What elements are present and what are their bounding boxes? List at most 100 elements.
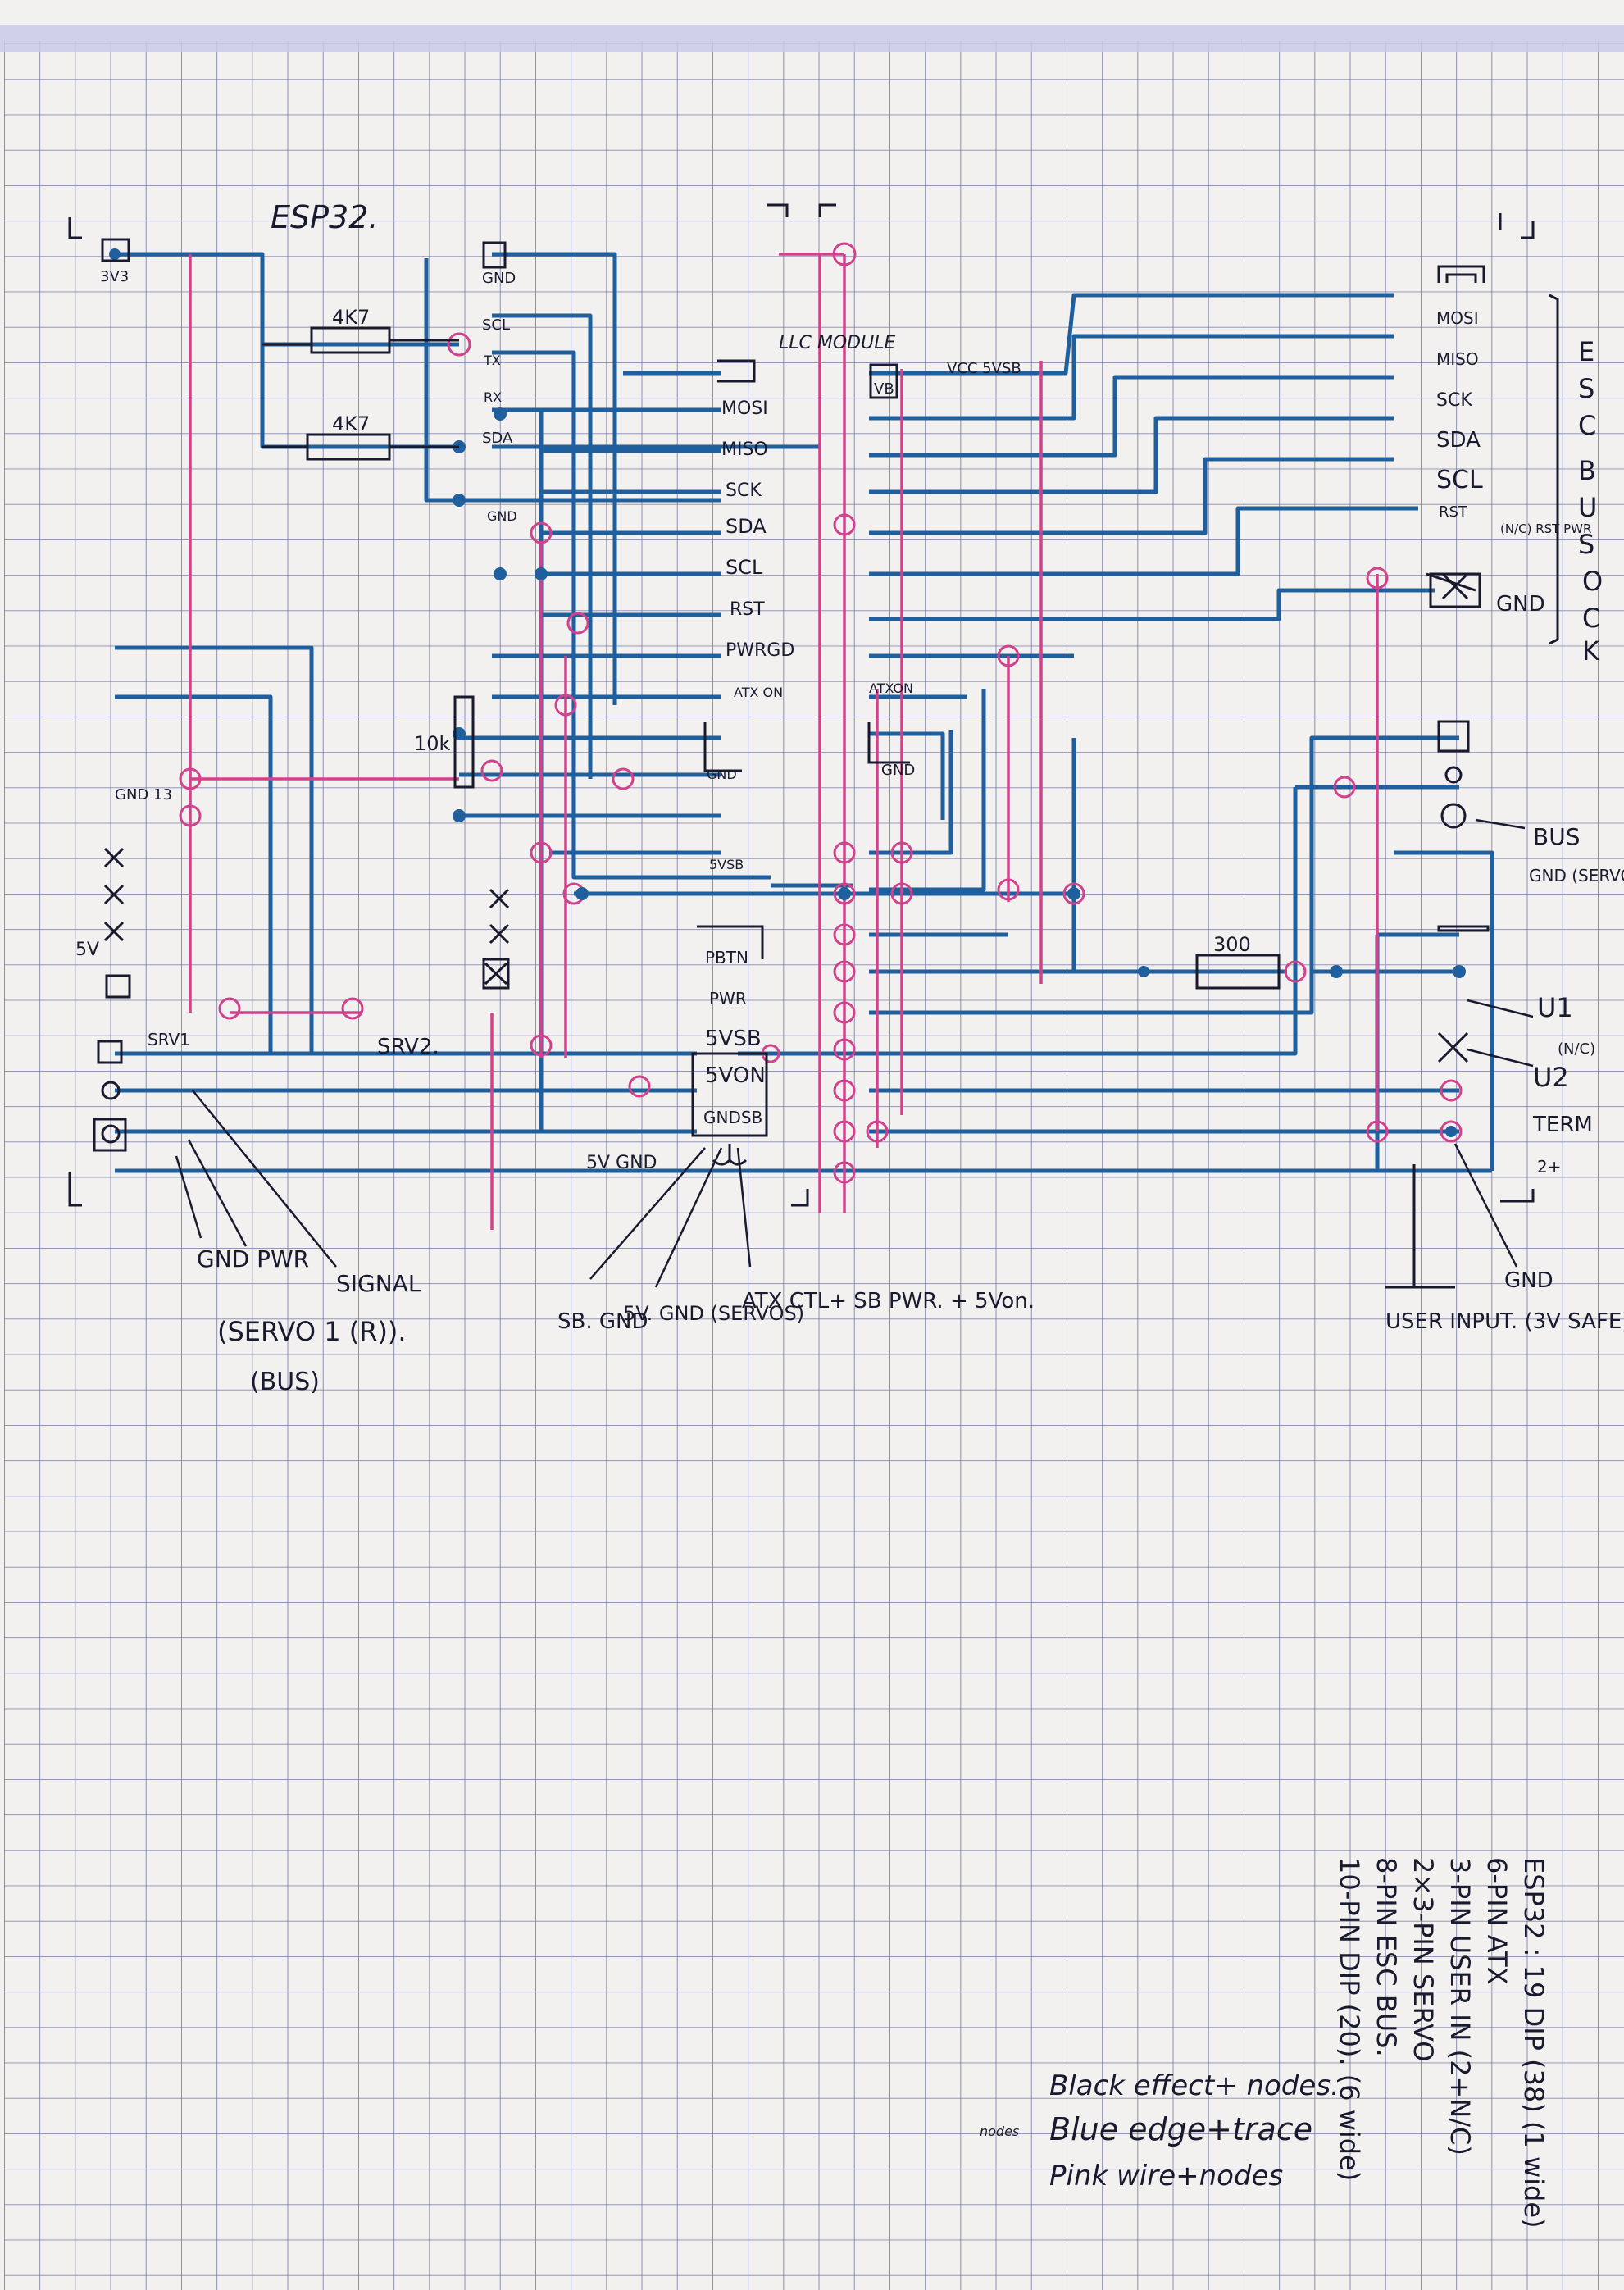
resistor-300 — [1195, 954, 1281, 990]
pin-3v3-box — [101, 238, 130, 262]
parts-servo: 2×3-PIN SERVO — [1408, 1857, 1439, 2061]
esp32-module — [68, 217, 510, 1207]
esc-letter-o: O — [1582, 566, 1603, 597]
parts-list: ESP32 : 19 DIP (38) (1 wide) 6-PIN ATX 3… — [1334, 1857, 1549, 2229]
block-pin-5von: 5VON — [705, 1063, 766, 1088]
callout-sb-gnd: SB. GND — [557, 1309, 648, 1334]
block-pin-5vsb: 5VSB — [705, 1027, 762, 1051]
nc-label: (N/C) — [1558, 1040, 1595, 1058]
resistor-4k7-1-label: 4K7 — [332, 306, 370, 329]
corner-mark: 2+ — [1537, 1157, 1561, 1177]
llc-pin-atxon: ATX ON — [734, 685, 783, 700]
pin-label-gnd13: GND 13 — [115, 786, 172, 804]
callout-leaders — [175, 818, 1534, 1288]
resistor-4k7-2 — [262, 433, 459, 461]
llc-vb: VB — [874, 380, 894, 398]
esc-letter-b: B — [1578, 455, 1596, 486]
callout-signal: SIGNAL — [336, 1270, 421, 1297]
llc-pwr: PWR — [709, 989, 747, 1008]
header-gnd-box — [482, 241, 507, 269]
llc-pin-pwrgd: PWRGD — [726, 640, 794, 661]
llc-gnd-right: GND — [881, 762, 915, 779]
pad-binding-edge — [0, 25, 1624, 52]
llc-pbtn: PBTN — [705, 948, 748, 967]
esc-letter-k: K — [1582, 635, 1600, 667]
parts-dip: 10-PIN DIP (20). (6 wide) — [1334, 1857, 1365, 2181]
term-label: TERM — [1532, 1113, 1593, 1137]
esc-letter-c: C — [1578, 410, 1596, 441]
srv2-label: SRV2. — [377, 1035, 439, 1059]
llc-pin-mosi: MOSI — [721, 398, 768, 419]
legend-pink: Pink wire+nodes — [1049, 2160, 1283, 2192]
esc-nc-note: (N/C) RST PWR — [1500, 521, 1591, 536]
u1-label: U1 — [1537, 992, 1573, 1023]
esc-letter-u: U — [1578, 492, 1597, 523]
esc-pin-rst: RST — [1439, 503, 1468, 521]
pull-resistor-label: 10k — [414, 732, 451, 755]
header-pin-gnd: GND — [482, 270, 516, 287]
esc-pin-sck: SCK — [1436, 390, 1472, 411]
parts-esp32: ESP32 : 19 DIP (38) (1 wide) — [1518, 1857, 1549, 2229]
header-pin-tx: TX — [483, 353, 501, 368]
wire-nodes — [179, 242, 1463, 1184]
esc-letter-e: E — [1578, 336, 1594, 367]
legend-black: Black effect+ nodes. — [1049, 2069, 1340, 2102]
header-pin-sda: SDA — [482, 430, 513, 447]
callout-servo: (SERVO 1 (R)). — [217, 1316, 407, 1347]
header-pin-scl: SCL — [482, 316, 510, 334]
callout-gnd-pwr: GND PWR — [197, 1245, 309, 1272]
header-pin-gnd2: GND — [487, 508, 517, 524]
resistor-10k — [453, 695, 475, 789]
right-connector — [1385, 720, 1535, 1289]
gnd-servo2-label: GND (SERVO 2) — [1529, 866, 1624, 885]
esc-pin-miso: MISO — [1436, 349, 1479, 369]
servo-gnd-label: 5V GND — [586, 1153, 657, 1173]
resistor-4k7-1 — [262, 326, 459, 354]
grid-lines — [4, 41, 1624, 2290]
legend-nodes-mark: nodes — [980, 2124, 1019, 2139]
esp32-title: ESP32. — [271, 199, 378, 235]
esc-letter-s2: S — [1578, 529, 1594, 560]
unused-pins-left — [103, 847, 125, 942]
user-input-label: USER INPUT. (3V SAFE). — [1385, 1309, 1624, 1334]
callout-bus: (BUS) — [250, 1368, 320, 1396]
resistor-300-label: 300 — [1213, 933, 1251, 956]
gnd-bottom-label: GND — [1504, 1268, 1553, 1293]
llc-pin-sck: SCK — [726, 480, 762, 501]
esc-letter-c2: C — [1582, 603, 1600, 634]
llc-pin-miso: MISO — [721, 439, 768, 460]
llc-pin-scl: SCL — [726, 556, 763, 579]
callout-5v-gnd: 5V. GND (SERVOS) — [623, 1302, 804, 1325]
esc-bus-socket — [1426, 213, 1559, 645]
esc-pin-gnd: GND — [1496, 592, 1545, 617]
esc-pin-sda: SDA — [1436, 428, 1481, 453]
legend-blue: Blue edge+trace — [1049, 2111, 1312, 2147]
esc-pin-scl: SCL — [1436, 466, 1483, 494]
bus-label: BUS — [1533, 823, 1580, 850]
llc-title: LLC MODULE — [779, 333, 895, 353]
parts-atx: 6-PIN ATX — [1481, 1857, 1513, 1985]
legend: Black effect+ nodes. nodes Blue edge+tra… — [980, 2069, 1340, 2192]
header-pin-rx: RX — [484, 389, 502, 405]
solder-dots — [109, 248, 1466, 1137]
resistor-4k7-2-label: 4K7 — [332, 412, 370, 435]
parts-esc: 8-PIN ESC BUS. — [1371, 1857, 1402, 2057]
llc-vcc-label: VCC 5VSB — [947, 360, 1021, 377]
llc-atxon-right: ATXON — [869, 681, 913, 696]
llc-pin-gnd: GND — [707, 767, 737, 782]
pin-label-5v: 5V — [75, 940, 99, 960]
parts-userin: 3-PIN USER IN (2+N/C) — [1444, 1857, 1476, 2156]
power-block — [691, 1052, 768, 1137]
gnd13-box — [105, 974, 131, 999]
esc-letter-s: S — [1578, 373, 1594, 404]
esc-pin-mosi: MOSI — [1436, 308, 1479, 328]
llc-pin-sda: SDA — [726, 515, 767, 538]
pink-wires — [189, 253, 1379, 1230]
llc-pin-rst: RST — [730, 599, 765, 620]
callout-atx-ctl: ATX CTL+ SB PWR. + 5Von. — [742, 1289, 1035, 1313]
esc-bus-vertical-label: E S C B U S O C K — [1578, 336, 1603, 667]
srv1-label: SRV1 — [148, 1030, 190, 1049]
srv1-box — [97, 1040, 123, 1064]
u2-label: U2 — [1533, 1062, 1569, 1093]
